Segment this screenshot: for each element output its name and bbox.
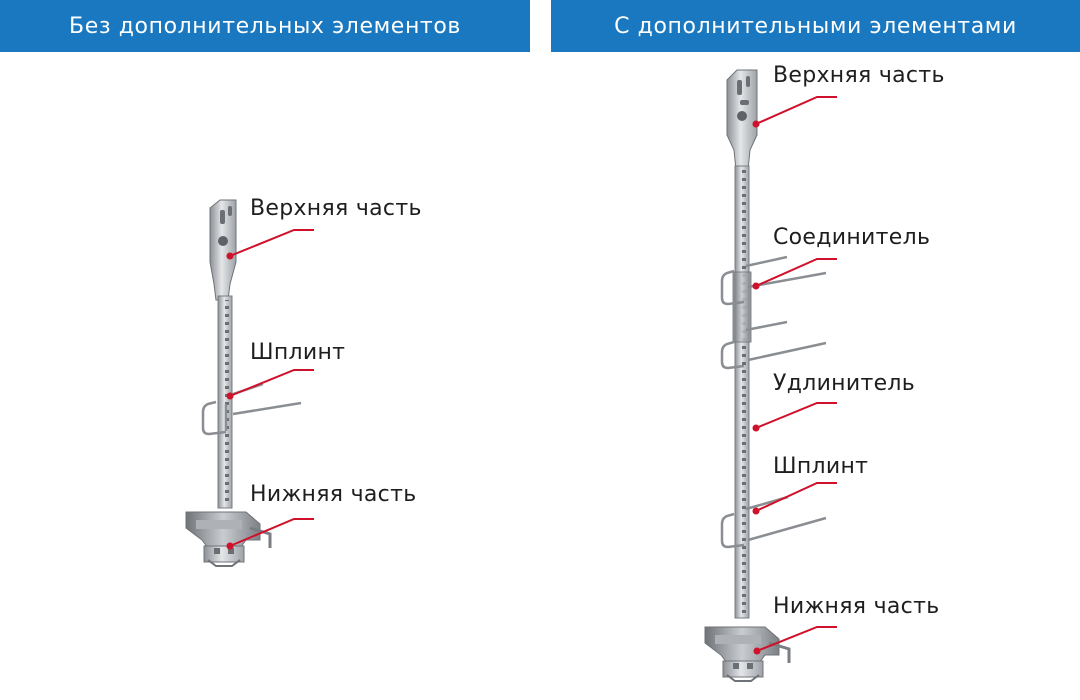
- dot-left-pin: [226, 392, 234, 400]
- label-left-pin: Шплинт: [250, 340, 346, 365]
- header-left: Без дополнительных элементов: [0, 0, 530, 52]
- leader-right-bottom: [756, 626, 837, 652]
- leader-right-pin: [755, 482, 837, 512]
- top-part-left: [209, 199, 237, 301]
- dot-right-connector: [752, 282, 760, 290]
- header-right: С дополнительными элементами: [551, 0, 1080, 52]
- leader-left-pin: [229, 369, 314, 397]
- leader-right-extender: [755, 402, 837, 429]
- dot-left-bottom: [226, 542, 234, 550]
- hanger-left: [185, 199, 302, 567]
- label-right-bottom: Нижняя часть: [773, 594, 940, 619]
- dot-right-extender: [752, 424, 760, 432]
- label-left-top: Верхняя часть: [250, 196, 422, 221]
- label-right-top: Верхняя часть: [773, 63, 945, 88]
- leader-right-top: [755, 96, 837, 125]
- label-right-extender: Удлинитель: [773, 371, 916, 396]
- label-right-connector: Соединитель: [773, 225, 931, 250]
- dot-right-bottom: [753, 647, 761, 655]
- bottom-part-right: [704, 626, 791, 682]
- leader-right-connector: [755, 258, 837, 287]
- label-left-bottom: Нижняя часть: [250, 482, 417, 507]
- hanger-right: [704, 69, 827, 682]
- dot-right-top: [752, 120, 760, 128]
- dot-right-pin: [752, 507, 760, 515]
- leader-left-top: [229, 229, 314, 257]
- dot-left-top: [226, 252, 234, 260]
- leader-left-bottom: [229, 518, 314, 547]
- label-right-pin: Шплинт: [773, 454, 869, 479]
- connector-right: [732, 271, 752, 343]
- bottom-part-left: [185, 511, 272, 567]
